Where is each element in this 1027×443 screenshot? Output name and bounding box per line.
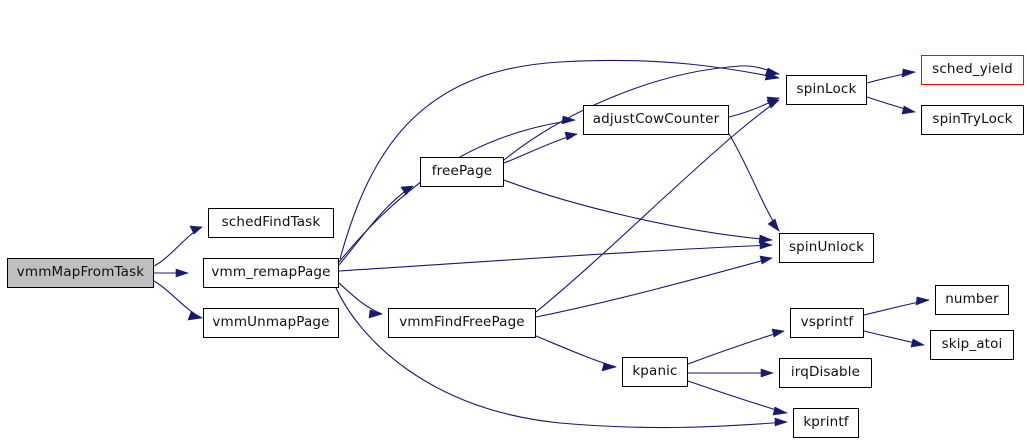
arrowhead-icon (901, 68, 916, 78)
call-graph-node-skip_atoi[interactable]: skip_atoi (930, 330, 1014, 360)
call-edge-vmm_remapPage-to-adjustCowCounter (338, 115, 576, 263)
call-edge-vmm_remapPage-to-spinLock (339, 59, 780, 260)
node-label: vmmUnmapPage (212, 314, 330, 331)
arrowhead-icon (901, 105, 916, 115)
node-label: schedFindTask (221, 214, 321, 231)
node-label: vmmFindFreePage (399, 314, 525, 331)
call-graph-node-spinLock[interactable]: spinLock (786, 75, 867, 105)
node-label: freePage (431, 163, 493, 180)
arrowhead-icon (759, 255, 773, 265)
node-label: vsprintf (800, 314, 854, 331)
call-graph-node-sched_yield[interactable]: sched_yield (921, 55, 1024, 85)
node-label: vmm_remapPage (211, 264, 331, 281)
call-edge-spinLock-to-sched_yield (866, 68, 916, 84)
call-edge-vmmMapFromTask-to-vmm_remapPage (154, 268, 189, 278)
arrowhead-icon (175, 268, 189, 278)
arrowhead-icon (189, 225, 203, 235)
arrowhead-icon (764, 67, 780, 77)
arrowhead-icon (767, 218, 780, 232)
call-graph-node-freePage[interactable]: freePage (420, 157, 504, 187)
arrowhead-icon (771, 328, 785, 338)
call-edge-vmmFindFreePage-to-kpanic (535, 335, 618, 372)
call-edge-vmmMapFromTask-to-schedFindTask (153, 225, 203, 267)
call-graph-node-kpanic[interactable]: kpanic (622, 357, 688, 387)
node-label: spinUnlock (788, 239, 865, 256)
arrowhead-icon (758, 234, 773, 244)
node-label: vmmMapFromTask (16, 264, 145, 281)
call-edge-adjustCowCounter-to-spinUnlock (728, 133, 780, 232)
call-edge-kpanic-to-kprintf (687, 380, 788, 416)
call-graph-node-vmmUnmapPage[interactable]: vmmUnmapPage (203, 308, 339, 338)
call-edge-vmmFindFreePage-to-spinLock (535, 99, 780, 313)
node-label: spinLock (796, 81, 857, 98)
call-edge-vmmMapFromTask-to-vmmUnmapPage (153, 280, 203, 321)
call-edge-freePage-to-spinLock (503, 65, 780, 161)
call-edge-freePage-to-adjustCowCounter (503, 131, 578, 164)
arrowhead-icon (915, 296, 930, 306)
call-edge-vmmFindFreePage-to-spinUnlock (535, 255, 773, 318)
arrowhead-icon (564, 131, 578, 141)
node-label: adjustCowCounter (592, 111, 720, 128)
arrowhead-icon (774, 417, 788, 427)
node-label: skip_atoi (941, 336, 1003, 353)
call-graph-node-spinTryLock[interactable]: spinTryLock (921, 105, 1024, 135)
call-graph-node-vmm_remapPage[interactable]: vmm_remapPage (203, 258, 339, 288)
node-label: spinTryLock (932, 111, 1013, 128)
call-edge-vmm_remapPage-to-spinUnlock (338, 240, 773, 272)
node-label: kprintf (803, 414, 849, 431)
call-graph-node-adjustCowCounter[interactable]: adjustCowCounter (583, 105, 729, 135)
call-graph-node-schedFindTask[interactable]: schedFindTask (208, 208, 334, 238)
call-edge-spinLock-to-spinTryLock (866, 96, 916, 115)
arrowhead-icon (187, 311, 203, 321)
call-graph-node-vmmFindFreePage[interactable]: vmmFindFreePage (388, 308, 536, 338)
node-label: irqDisable (790, 364, 861, 381)
arrowhead-icon (760, 368, 774, 378)
arrowhead-icon (368, 309, 383, 319)
node-label: number (945, 291, 999, 308)
arrowhead-icon (910, 338, 925, 348)
call-graph-node-kprintf[interactable]: kprintf (793, 408, 859, 438)
call-edge-vsprintf-to-skip_atoi (863, 330, 925, 348)
call-edge-vsprintf-to-number (863, 296, 930, 316)
call-graph-node-vmmMapFromTask[interactable]: vmmMapFromTask (7, 258, 154, 288)
arrowhead-icon (759, 240, 773, 250)
call-graph-node-spinUnlock[interactable]: spinUnlock (779, 233, 874, 263)
arrowhead-icon (601, 362, 618, 372)
call-graph-node-number[interactable]: number (935, 285, 1009, 315)
call-edge-kpanic-to-irqDisable (688, 368, 774, 378)
arrowhead-icon (772, 406, 788, 416)
call-edge-vmm_remapPage-to-vmmFindFreePage (338, 282, 383, 319)
call-graph-node-irqDisable[interactable]: irqDisable (779, 358, 872, 388)
arrowhead-icon (766, 99, 780, 109)
node-label: sched_yield (932, 61, 1013, 78)
call-graph-node-vsprintf[interactable]: vsprintf (790, 308, 864, 338)
node-label: kpanic (632, 363, 678, 380)
call-edge-freePage-to-spinUnlock (503, 179, 773, 244)
call-edge-vmm_remapPage-to-kprintf (335, 287, 788, 429)
call-edge-kpanic-to-vsprintf (687, 328, 785, 365)
